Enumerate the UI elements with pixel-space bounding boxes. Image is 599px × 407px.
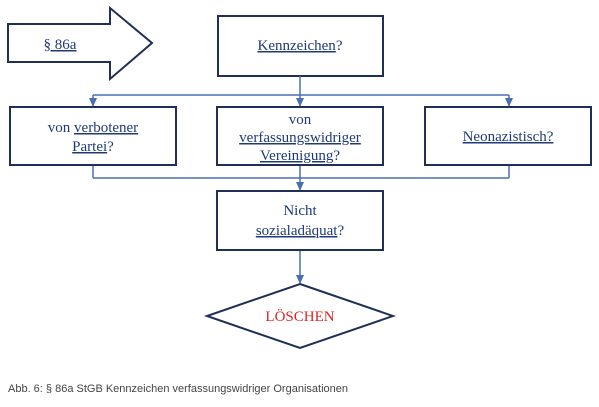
figure-caption: Abb. 6: § 86a StGB Kennzeichen verfassun…: [8, 383, 348, 395]
verbotener-link[interactable]: verbotener: [74, 120, 138, 136]
vereinigung-link[interactable]: Vereinigung: [260, 148, 334, 164]
kennzeichen-suffix: ?: [336, 38, 343, 54]
vereinigung-suffix: ?: [333, 148, 340, 164]
svg-text:Partei?: Partei?: [72, 139, 114, 155]
svg-text:Kennzeichen?: Kennzeichen?: [258, 38, 343, 54]
sozialadaequat-line1: Nicht: [283, 203, 317, 219]
neonazistisch-link[interactable]: Neonazistisch?: [463, 129, 554, 145]
start-arrow-node[interactable]: § 86a: [7, 5, 154, 82]
verbotene-partei-node: von verbotener Partei?: [9, 106, 177, 166]
loeschen-node: LÖSCHEN: [203, 282, 397, 350]
sozialadaequat-link[interactable]: sozialadäquat: [256, 223, 338, 239]
nicht-sozialadaequat-node: Nicht sozialadäquat?: [216, 190, 384, 251]
verfassungswidriger-link[interactable]: verfassungswidriger: [239, 130, 361, 146]
svg-text:sozialadäquat?: sozialadäquat?: [256, 223, 345, 239]
verbotene-partei-prefix: von: [48, 120, 74, 136]
vereinigung-line1: von: [289, 112, 312, 128]
connectors: [89, 76, 513, 284]
sozialadaequat-suffix: ?: [337, 223, 344, 239]
loeschen-label: LÖSCHEN: [265, 308, 334, 325]
kennzeichen-link[interactable]: Kennzeichen: [258, 38, 337, 54]
neonazistisch-node: Neonazistisch?: [424, 106, 592, 166]
svg-text:Vereinigung?: Vereinigung?: [260, 148, 340, 164]
svg-text:von verbotener: von verbotener: [48, 120, 138, 136]
kennzeichen-node: Kennzeichen?: [217, 15, 384, 77]
start-arrow-label[interactable]: § 86a: [44, 37, 77, 53]
partei-link[interactable]: Partei: [72, 139, 107, 155]
partei-suffix: ?: [107, 139, 114, 155]
verfassungswidrige-vereinigung-node: von verfassungswidriger Vereinigung?: [216, 106, 384, 166]
